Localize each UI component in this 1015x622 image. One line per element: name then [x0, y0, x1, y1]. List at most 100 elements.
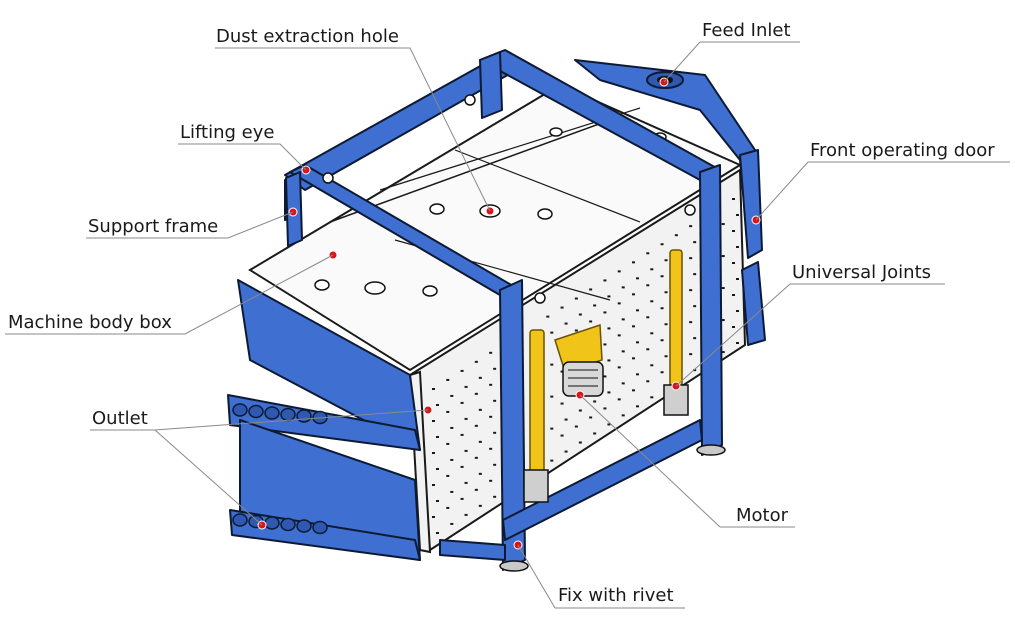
perforation-hole: [578, 313, 582, 316]
perforation-hole: [660, 307, 664, 310]
label-machine-body-box: Machine body box: [8, 312, 172, 333]
perforation-hole: [732, 230, 735, 232]
perforation-hole: [460, 401, 464, 404]
outlet-pipe: [232, 403, 248, 417]
perforation-hole: [493, 495, 497, 498]
perforation-hole: [646, 380, 650, 383]
perforation-hole: [607, 359, 611, 362]
outlet-pipe: [232, 513, 248, 527]
perforation-hole: [574, 297, 578, 300]
perforation-hole: [564, 450, 568, 453]
perforation-hole: [736, 342, 739, 344]
perforation-hole: [660, 339, 664, 342]
perforation-hole: [621, 414, 625, 417]
perforation-hole: [736, 278, 739, 280]
perforation-hole: [489, 415, 493, 418]
perforation-hole: [478, 376, 482, 379]
perforation-hole: [646, 348, 650, 351]
perforation-hole: [732, 198, 735, 200]
perforation-hole: [478, 440, 482, 443]
perforation-hole: [464, 481, 468, 484]
outlet-pipe: [248, 404, 264, 419]
perforation-hole: [432, 452, 435, 454]
perforation-hole: [593, 400, 597, 403]
perforation-hole: [450, 458, 454, 461]
perforation-hole: [664, 291, 668, 294]
perforation-hole: [632, 357, 635, 360]
perforation-hole: [689, 225, 693, 228]
perforation-hole: [650, 300, 654, 303]
support-frame: [284, 49, 726, 572]
perforation-hole: [560, 306, 564, 309]
outlet-pipe: [312, 520, 328, 535]
perforation-hole: [636, 341, 639, 344]
perforation-hole: [660, 243, 664, 246]
perforation-hole: [550, 331, 554, 334]
outlet-pipe: [280, 517, 296, 532]
perforation-hole: [603, 407, 607, 410]
perforation-hole: [603, 343, 607, 346]
perforation-hole: [436, 500, 439, 502]
perforation-hole: [693, 369, 697, 372]
perforation-hole: [736, 214, 739, 216]
perforation-hole: [460, 465, 464, 468]
perforation-hole: [436, 468, 439, 470]
perforation-hole: [574, 329, 578, 332]
perforation-pattern: [432, 198, 739, 534]
perforation-hole: [450, 394, 454, 397]
perforation-hole: [603, 375, 607, 378]
perforation-hole: [493, 399, 497, 402]
perforation-hole: [436, 404, 439, 406]
outlet-pipe: [280, 407, 296, 422]
perforation-hole: [721, 319, 725, 322]
perforation-hole: [736, 310, 739, 312]
perforation-hole: [478, 408, 482, 411]
perforation-hole: [589, 416, 593, 419]
perforation-hole: [607, 391, 611, 394]
perforation-hole: [450, 490, 454, 493]
perforation-hole: [464, 417, 468, 420]
perforation-hole: [450, 522, 454, 525]
perforation-hole: [621, 318, 625, 321]
perforation-hole: [578, 441, 582, 444]
label-feed-inlet: Feed Inlet: [702, 20, 791, 41]
perforation-hole: [736, 246, 739, 248]
front-operating-door: [739, 149, 766, 346]
perforation-hole: [674, 234, 678, 237]
perforation-hole: [603, 311, 607, 314]
perforation-hole: [650, 268, 654, 271]
perforation-hole: [607, 327, 611, 330]
perforation-hole: [693, 337, 697, 340]
perforation-hole: [550, 363, 554, 366]
perforation-hole: [689, 321, 693, 324]
perforation-hole: [646, 284, 650, 287]
perforation-hole: [632, 293, 635, 296]
perforation-hole: [436, 532, 439, 534]
perforation-hole: [460, 433, 464, 436]
label-fix-with-rivet: Fix with rivet: [558, 585, 674, 606]
perforation-hole: [732, 326, 735, 328]
label-lifting-eye: Lifting eye: [180, 122, 274, 143]
perforation-hole: [689, 257, 693, 260]
perforation-hole: [493, 431, 497, 434]
perforation-hole: [693, 241, 697, 244]
perforation-hole: [732, 294, 735, 296]
perforation-hole: [432, 420, 435, 422]
label-dust-extraction-hole: Dust extraction hole: [216, 26, 399, 47]
outlet-pipe: [264, 516, 280, 530]
perforation-hole: [660, 371, 664, 374]
callout-labels: Dust extraction hole Feed Inlet Lifting …: [8, 20, 995, 606]
leader-lines: [5, 41, 1010, 609]
perforation-hole: [636, 405, 639, 408]
label-motor: Motor: [736, 505, 789, 526]
perforation-hole: [721, 255, 725, 258]
perforation-hole: [732, 262, 735, 264]
perforation-hole: [478, 472, 482, 475]
perforation-hole: [636, 309, 639, 312]
perforation-hole: [446, 378, 450, 381]
perforation-hole: [593, 304, 597, 307]
perforation-hole: [589, 288, 593, 291]
perforation-hole: [550, 395, 554, 398]
perforation-hole: [478, 504, 482, 507]
perforation-hole: [617, 270, 621, 273]
